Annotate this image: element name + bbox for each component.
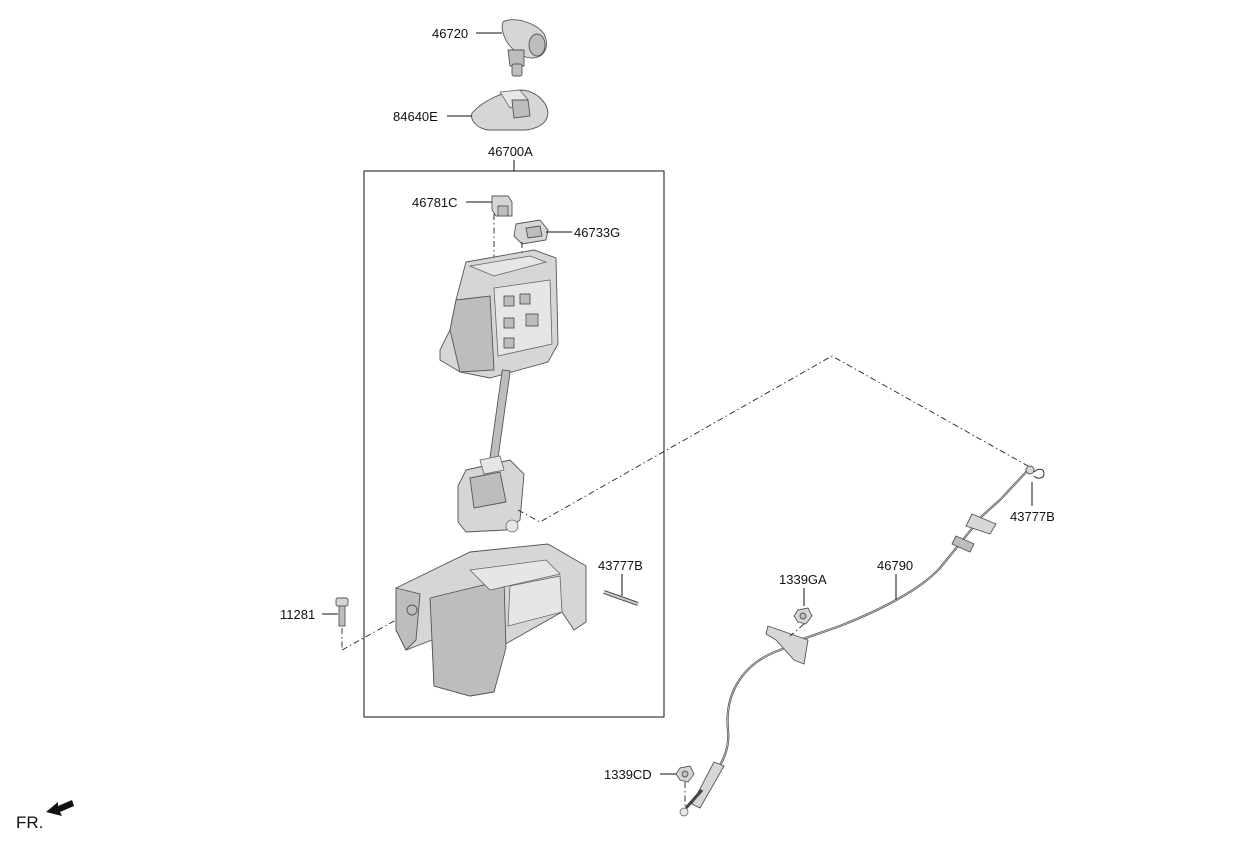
pin-43777B-right-part <box>1033 468 1045 479</box>
front-arrow-icon <box>46 800 74 816</box>
shift-lever-part <box>457 369 525 533</box>
label-43777B-upper: 43777B <box>598 558 643 573</box>
label-46733G: 46733G <box>574 225 620 240</box>
label-43777B-right: 43777B <box>1010 509 1055 524</box>
shift-knob-part <box>501 19 547 77</box>
bolt-11281-part <box>335 597 349 627</box>
label-46720: 46720 <box>432 26 468 41</box>
label-84640E: 84640E <box>393 109 438 124</box>
pin-43777B-upper-part <box>603 590 639 606</box>
front-direction-label: FR. <box>16 813 43 832</box>
label-11281: 11281 <box>280 607 315 622</box>
clip-46781C-part <box>491 195 513 217</box>
label-46700A: 46700A <box>488 144 533 159</box>
label-46790: 46790 <box>877 558 913 573</box>
label-1339GA: 1339GA <box>779 572 827 587</box>
shift-cable-part <box>679 465 1035 817</box>
base-bracket-part <box>395 543 587 697</box>
nut-1339GA-part <box>793 607 813 625</box>
nut-1339CD-part <box>675 765 695 783</box>
shift-boot-part <box>471 89 549 131</box>
label-1339CD: 1339CD <box>604 767 652 782</box>
cover-46733G-part <box>513 219 549 245</box>
label-46781C: 46781C <box>412 195 458 210</box>
indicator-housing-part <box>439 249 559 379</box>
